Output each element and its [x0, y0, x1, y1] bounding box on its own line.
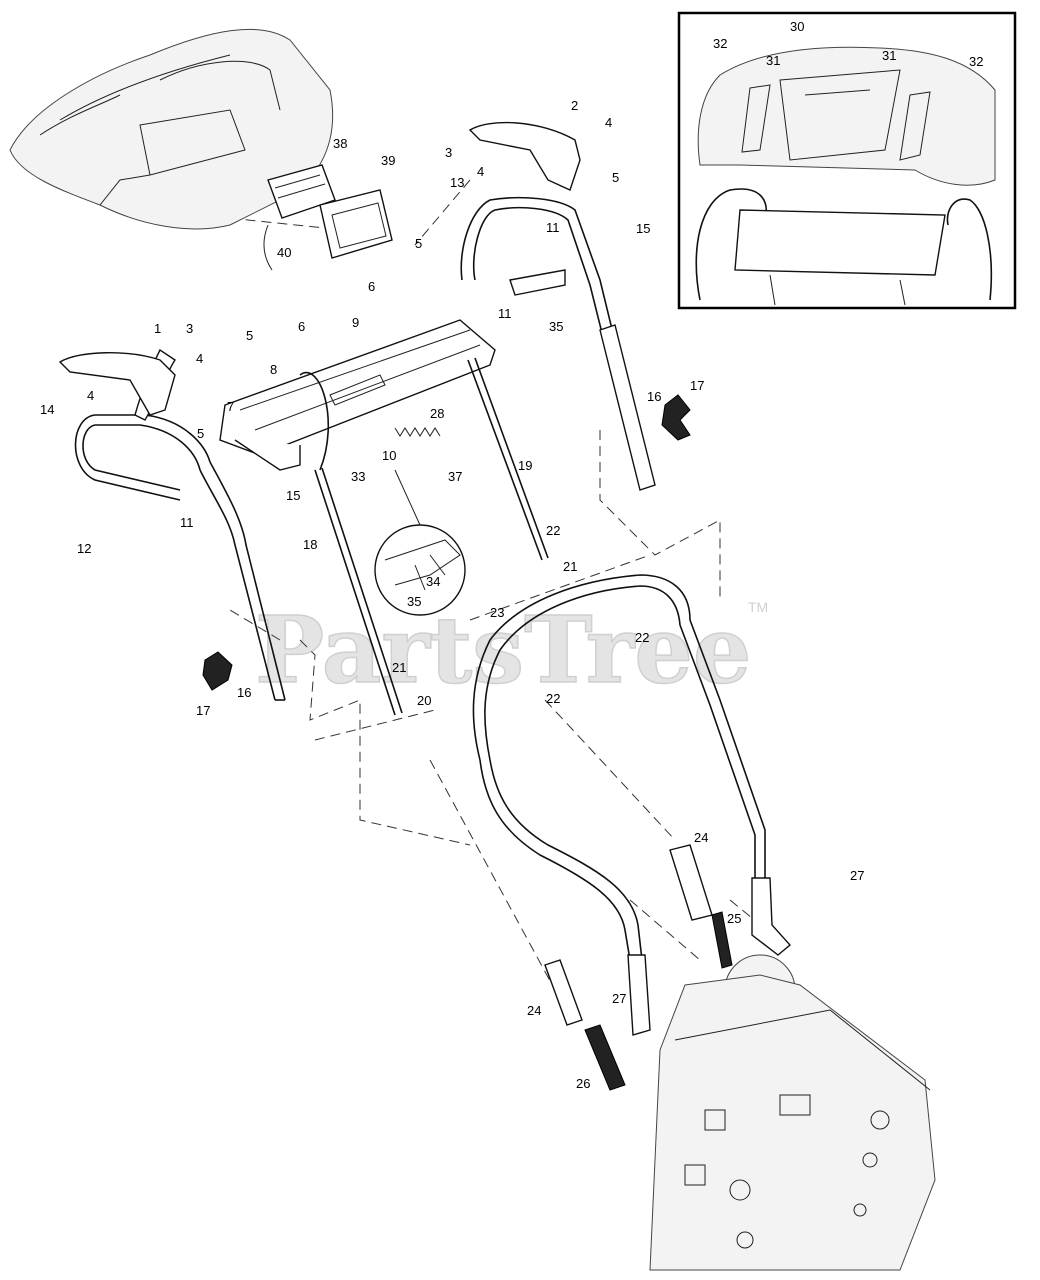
callout-23: 23	[490, 605, 504, 620]
watermark-text: PartsTree	[255, 596, 751, 704]
callout-36: 35	[549, 319, 563, 334]
callout-9: 9	[352, 315, 359, 330]
headlight-assembly	[263, 164, 393, 271]
handle-panel	[219, 319, 496, 471]
engine-shroud	[9, 28, 334, 230]
right-handle-cover	[468, 121, 581, 191]
knob-left	[202, 651, 233, 691]
callout-27b: 27	[612, 991, 626, 1006]
spring-37	[394, 427, 441, 437]
callout-15a: 15	[636, 221, 650, 236]
callout-4d: 4	[87, 388, 94, 403]
callout-18: 18	[303, 537, 317, 552]
callout-22a: 22	[635, 630, 649, 645]
spring-26	[584, 1024, 626, 1091]
callout-24a: 24	[694, 830, 708, 845]
callout-21a: 22	[546, 523, 560, 538]
callout-38: 38	[333, 136, 347, 151]
inset-callout-31b: 31	[882, 48, 896, 63]
callout-17b: 17	[196, 703, 210, 718]
left-handle-cover	[58, 352, 176, 416]
callout-3a: 3	[445, 145, 452, 160]
callout-8: 8	[270, 362, 277, 377]
control-rods	[299, 357, 549, 716]
callout-11c: 11	[180, 515, 194, 530]
callout-1: 1	[154, 321, 161, 336]
callout-24b: 24	[527, 1003, 541, 1018]
callout-11a: 11	[546, 220, 560, 235]
callout-16b: 16	[237, 685, 251, 700]
callout-labels: 2 4 3 4 5 13 11 15 5 6 11 6 9 35 1 3 5 8…	[40, 98, 864, 1091]
callout-21b: 21	[392, 660, 406, 675]
callout-17a: 17	[690, 378, 704, 393]
callout-4b: 4	[477, 164, 484, 179]
callout-5c: 5	[246, 328, 253, 343]
callout-35: 35	[407, 594, 421, 609]
callout-15b: 15	[286, 488, 300, 503]
callout-14: 14	[40, 402, 54, 417]
right-upper-handle	[460, 196, 656, 491]
lower-handle	[472, 574, 792, 1036]
callout-27a: 27	[850, 868, 864, 883]
detail-circle	[374, 469, 466, 616]
callout-12: 12	[77, 541, 91, 556]
inset-callout-31a: 31	[766, 53, 780, 68]
inset-callout-32b: 32	[969, 54, 983, 69]
inset-detail	[677, 11, 1017, 310]
callout-20b: 20	[417, 693, 431, 708]
inset-callout-30: 30	[790, 19, 804, 34]
callout-4c: 4	[196, 351, 203, 366]
callout-3b: 3	[186, 321, 193, 336]
knob-right	[661, 394, 691, 441]
callout-10: 10	[382, 448, 396, 463]
callout-40: 40	[277, 245, 291, 260]
callout-5a: 5	[612, 170, 619, 185]
callout-16a: 16	[647, 389, 661, 404]
inset-callout-32a: 32	[713, 36, 727, 51]
callout-6a: 6	[368, 279, 375, 294]
callout-34: 34	[426, 574, 440, 589]
callout-6b: 6	[298, 319, 305, 334]
callout-25: 25	[727, 911, 741, 926]
callout-37: 37	[448, 469, 462, 484]
watermark-trademark: TM	[748, 599, 768, 615]
callout-4a: 4	[605, 115, 612, 130]
callout-39: 39	[381, 153, 395, 168]
callout-13: 13	[450, 175, 464, 190]
callout-20a: 21	[563, 559, 577, 574]
callout-5d: 5	[197, 426, 204, 441]
frame-housing	[649, 954, 936, 1271]
callout-26: 26	[576, 1076, 590, 1091]
bolt-25	[711, 911, 733, 969]
inset-labels: 30 31 31 32 32	[713, 19, 983, 69]
callout-5b: 5	[415, 236, 422, 251]
callout-19: 19	[518, 458, 532, 473]
callout-7: 7	[227, 399, 234, 414]
callout-22b: 22	[546, 691, 560, 706]
callout-28: 28	[430, 406, 444, 421]
callout-33: 33	[351, 469, 365, 484]
callout-11b: 11	[498, 306, 512, 321]
callout-2: 2	[571, 98, 578, 113]
